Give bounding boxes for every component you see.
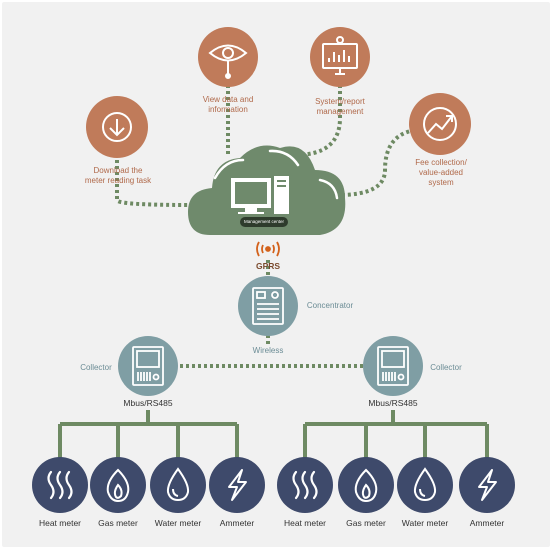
node-view-data	[198, 27, 258, 87]
meter-water-left	[150, 457, 206, 513]
node-download	[86, 96, 148, 158]
meter-label: Ammeter	[469, 518, 505, 528]
meter-label: Water meter	[401, 518, 449, 528]
meter-label: Water meter	[154, 518, 202, 528]
connector-fee	[337, 128, 416, 197]
bus-label-right: Mbus/RS485	[368, 398, 418, 408]
concentrator-device-icon	[252, 287, 284, 325]
node-fee	[409, 93, 471, 155]
water-drop-icon	[166, 467, 190, 502]
meter-gas-left	[90, 457, 146, 513]
computer-icon	[231, 176, 289, 214]
management-badge-bg	[240, 217, 288, 227]
connector-system-report	[294, 85, 342, 157]
concentrator-label: Concentrator	[306, 301, 354, 310]
flame-icon	[354, 468, 378, 503]
node-system-report	[310, 27, 370, 87]
wireless-label: Wireless	[252, 346, 284, 355]
bus-label-left: Mbus/RS485	[123, 398, 173, 408]
collector-node-right	[363, 336, 423, 396]
heat-icon	[47, 470, 73, 500]
meter-label: Heat meter	[38, 518, 82, 528]
fee-label: Fee collection/ value-added system	[415, 158, 467, 187]
meter-label: Ammeter	[219, 518, 255, 528]
diagram-background	[2, 2, 550, 547]
collector-device-icon	[132, 346, 164, 386]
meter-label: Gas meter	[346, 518, 386, 528]
gprs-label: GPRS	[255, 261, 281, 271]
meter-gas-right	[338, 457, 394, 513]
lightning-icon	[478, 469, 497, 501]
bus-lines	[58, 410, 489, 458]
lightning-icon	[228, 469, 247, 501]
meter-water-right	[397, 457, 453, 513]
download-label: Download the meter reading task	[84, 166, 152, 185]
meter-heat-right	[277, 457, 333, 513]
meter-label: Gas meter	[98, 518, 138, 528]
concentrator-node	[238, 276, 298, 336]
flame-icon	[106, 468, 130, 503]
collector-device-icon	[377, 346, 409, 386]
eye-icon	[208, 44, 248, 79]
management-badge-text: Management center	[243, 219, 285, 224]
heat-icon	[292, 470, 318, 500]
water-drop-icon	[413, 467, 437, 502]
meter-electric-left	[209, 457, 265, 513]
monitor-chart-icon	[322, 36, 358, 75]
meter-electric-right	[459, 457, 515, 513]
meters	[32, 457, 515, 513]
signal-icon	[256, 241, 280, 257]
meter-heat-left	[32, 457, 88, 513]
view-data-label: View data and information	[202, 95, 254, 114]
download-icon	[102, 112, 132, 142]
connector-download	[115, 160, 191, 207]
collector-label-right: Collector	[430, 363, 462, 372]
collector-label-left: Collector	[80, 363, 112, 372]
collector-node-left	[118, 336, 178, 396]
system-report-label: System/report management	[315, 97, 365, 116]
trend-chart-icon	[423, 107, 457, 141]
management-cloud	[188, 145, 346, 235]
meter-label: Heat meter	[283, 518, 327, 528]
